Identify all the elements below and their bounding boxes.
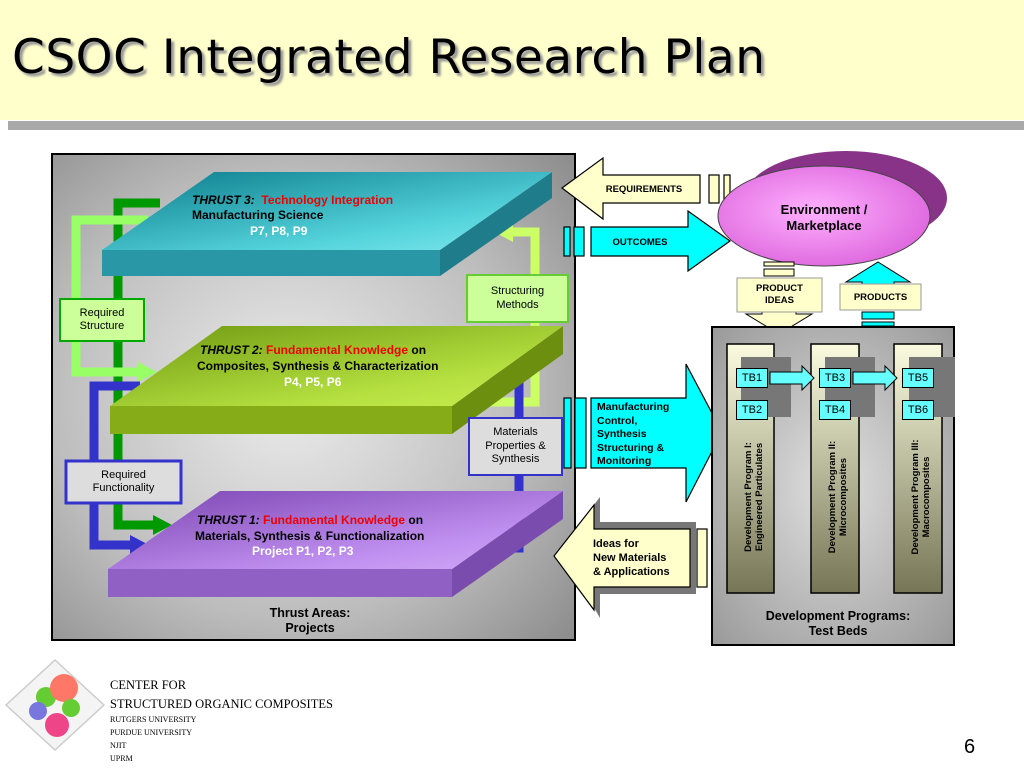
thrust-2-title: THRUST 2: Fundamental Knowledge on: [200, 343, 426, 358]
manufacturing-line4: Structuring &: [597, 441, 665, 454]
manufacturing-line2: Control,: [597, 414, 638, 427]
manufacturing-arrow: [563, 363, 723, 503]
thrust-2-on: on: [411, 343, 427, 357]
thrust-areas-line2: Projects: [285, 621, 335, 635]
thrust-3-line2: Manufacturing Science: [192, 208, 324, 222]
ideas-line3: & Applications: [593, 566, 670, 578]
required-structure-box: [59, 298, 145, 342]
dev-program-1-line1: Development Program I:: [743, 442, 754, 552]
manufacturing-line3: Synthesis: [597, 428, 647, 440]
dev-program-3-line1: Development Program III:: [910, 439, 921, 555]
environment-label: Environment / Marketplace: [742, 202, 906, 234]
thrust-2-label: THRUST 2:: [200, 343, 263, 357]
green-arrowhead: [153, 515, 172, 535]
dev-programs-caption-line2: Test Beds: [808, 624, 868, 638]
product-ideas-label: PRODUCT IDEAS: [737, 283, 822, 307]
testbed-tb5: TB5: [902, 368, 934, 388]
thrust-2-line2: Composites, Synthesis & Characterization: [197, 359, 439, 373]
thrust-3-name: Technology Integration: [261, 193, 394, 207]
products-label: PRODUCTS: [853, 292, 908, 303]
thrust-1-slab: [108, 491, 563, 597]
structuring-methods-label: Structuring Methods: [490, 285, 545, 311]
page-number: 6: [964, 736, 976, 758]
thrust-3-title: THRUST 3: Technology Integration: [192, 193, 393, 208]
environment-line1: Environment /: [780, 202, 868, 217]
testbed-tb4: TB4: [819, 400, 851, 420]
testbed-tb2: TB2: [736, 400, 768, 420]
products-box: [839, 283, 922, 311]
structuring-methods-box: [466, 274, 569, 323]
csoc-logo-icon: [4, 658, 106, 752]
thrust-1-title: THRUST 1: Fundamental Knowledge on: [197, 513, 423, 528]
dev-program-2-line1: Development Program II:: [827, 440, 838, 554]
manufacturing-label: Manufacturing Control, Synthesis Structu…: [597, 401, 697, 469]
light-green-connector: [71, 215, 148, 377]
thrust-2-slab: [110, 326, 563, 434]
outcomes-label: OUTCOMES: [612, 237, 668, 248]
title-bar: [0, 0, 1024, 120]
green-connector: [113, 198, 160, 530]
thrust-1-name: Fundamental Knowledge: [263, 513, 406, 527]
outcomes-arrow: [563, 209, 732, 273]
dev-program-1-line2: Engineered Particulates: [754, 442, 765, 552]
materials-properties-box: [468, 417, 563, 476]
product-ideas-line1: PRODUCT: [756, 283, 803, 294]
title-rule: [8, 121, 1024, 130]
ideas-line2: New Materials: [593, 552, 667, 564]
manufacturing-line1: Manufacturing: [597, 401, 670, 413]
thrust-2-name: Fundamental Knowledge: [266, 343, 409, 357]
dev-program-2-line2: Microcomposites: [838, 457, 849, 537]
required-structure-label: Required Structure: [79, 306, 125, 333]
materials-properties-label: Materials Properties & Synthesis: [485, 426, 546, 466]
product-ideas-box: [736, 277, 823, 313]
thrust-areas-caption: Thrust Areas: Projects: [230, 606, 390, 636]
logo-line1: CENTER FOR: [110, 678, 187, 692]
thrust-1-on: on: [408, 513, 424, 527]
environment-line2: Marketplace: [786, 218, 862, 233]
blue-left-arrowhead: [130, 535, 149, 555]
light-green-arrowhead: [138, 362, 157, 382]
dev-program-3-line2: Macrocomposites: [921, 456, 932, 538]
requirements-label: REQUIREMENTS: [605, 184, 683, 195]
logo-university-2: PURDUE UNIVERSITY: [110, 728, 192, 737]
thrust-3-label: THRUST 3:: [192, 193, 255, 207]
logo-university-3: NJIT: [110, 741, 127, 750]
environment-ellipse: [717, 151, 947, 267]
logo-university-1: RUTGERS UNIVERSITY: [110, 715, 197, 724]
thrust-3-slab: [102, 172, 552, 276]
thrust-areas-line1: Thrust Areas:: [269, 606, 351, 620]
dev-program-3-label: Development Program III: Macrocomposites: [910, 417, 932, 577]
testbed-tb6: TB6: [902, 400, 934, 420]
product-ideas-line2: IDEAS: [764, 295, 795, 306]
thrust-3-projects: P7, P8, P9: [250, 224, 308, 238]
ideas-label: Ideas for New Materials & Applications: [593, 537, 693, 579]
thrust-1-projects: Project P1, P2, P3: [252, 544, 354, 558]
thrust-1-line2: Materials, Synthesis & Functionalization: [195, 529, 425, 543]
required-functionality-box: [64, 459, 183, 505]
dev-programs-caption-line1: Development Programs:: [765, 609, 911, 623]
required-functionality-label: Required Functionality: [92, 468, 155, 495]
testbed-arrows: [769, 364, 898, 392]
dev-program-2-label: Development Program II: Microcomposites: [827, 417, 849, 577]
logo-line2: STRUCTURED ORGANIC COMPOSITES: [110, 697, 333, 711]
ideas-arrow: [553, 497, 719, 618]
thrust-2-projects: P4, P5, P6: [284, 375, 342, 389]
testbed-tb3: TB3: [819, 368, 851, 388]
ideas-line1: Ideas for: [593, 538, 639, 550]
page-title: CSOC Integrated Research Plan: [12, 30, 766, 85]
testbed-tb1: TB1: [736, 368, 768, 388]
logo-university-4: UPRM: [110, 754, 133, 763]
manufacturing-line5: Monitoring: [597, 455, 652, 467]
dev-programs-caption: Development Programs: Test Beds: [733, 609, 943, 639]
dev-program-1-label: Development Program I: Engineered Partic…: [743, 417, 765, 577]
thrust-1-label: THRUST 1:: [197, 513, 260, 527]
